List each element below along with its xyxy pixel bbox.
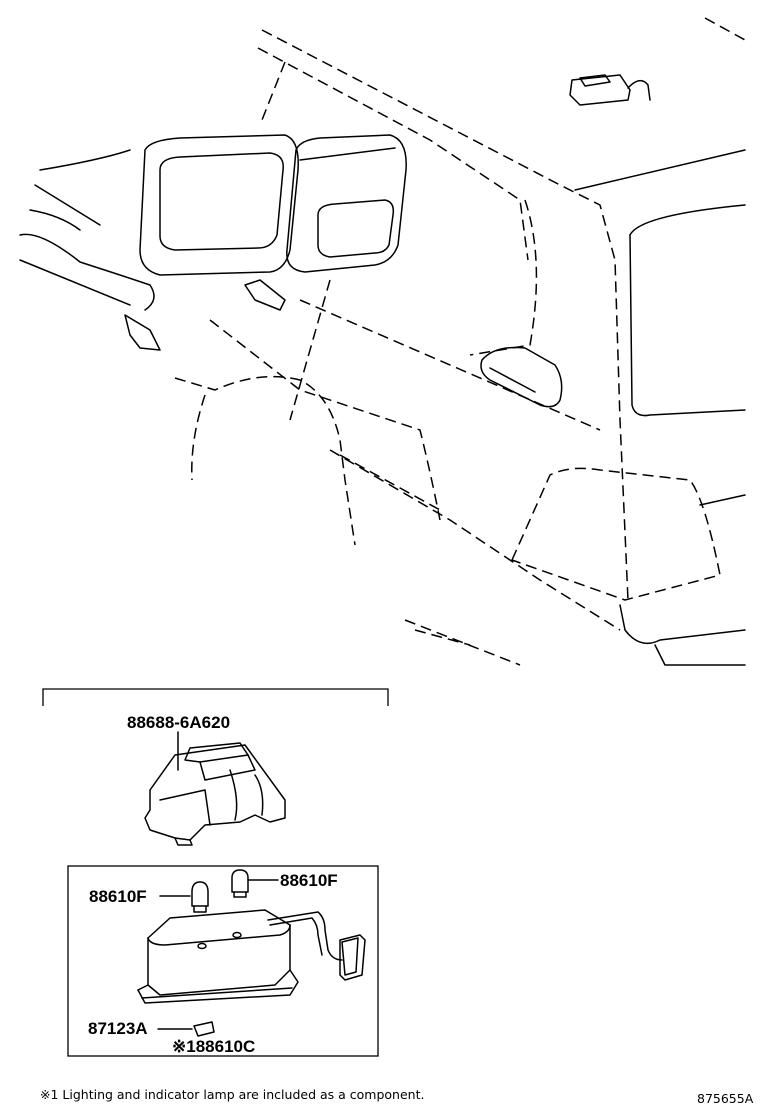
lamp-body (137, 909, 366, 1004)
courtesy-lamp-location-icon (569, 74, 651, 106)
bulb-left-part: 88610F (89, 881, 209, 913)
vehicle-cutaway-illustration (19, 17, 746, 666)
bracket-part: 88688-6A620 (127, 713, 286, 846)
callout-frame (42, 688, 389, 706)
bulb-right-part: 88610F (231, 869, 338, 898)
bulb-left-part-number: 88610F (89, 887, 147, 906)
clip-part: 87123A (88, 1019, 215, 1038)
lamp-assembly-box (67, 865, 379, 1057)
lamp-assembly-part-number: ※188610C (172, 1037, 255, 1056)
bracket-part-number: 88688-6A620 (127, 713, 230, 732)
clip-part-number: 87123A (88, 1019, 148, 1038)
reference-number: 875655A (697, 1091, 754, 1106)
footnote: ※1 Lighting and indicator lamp are inclu… (40, 1087, 424, 1102)
bulb-right-part-number: 88610F (280, 871, 338, 890)
